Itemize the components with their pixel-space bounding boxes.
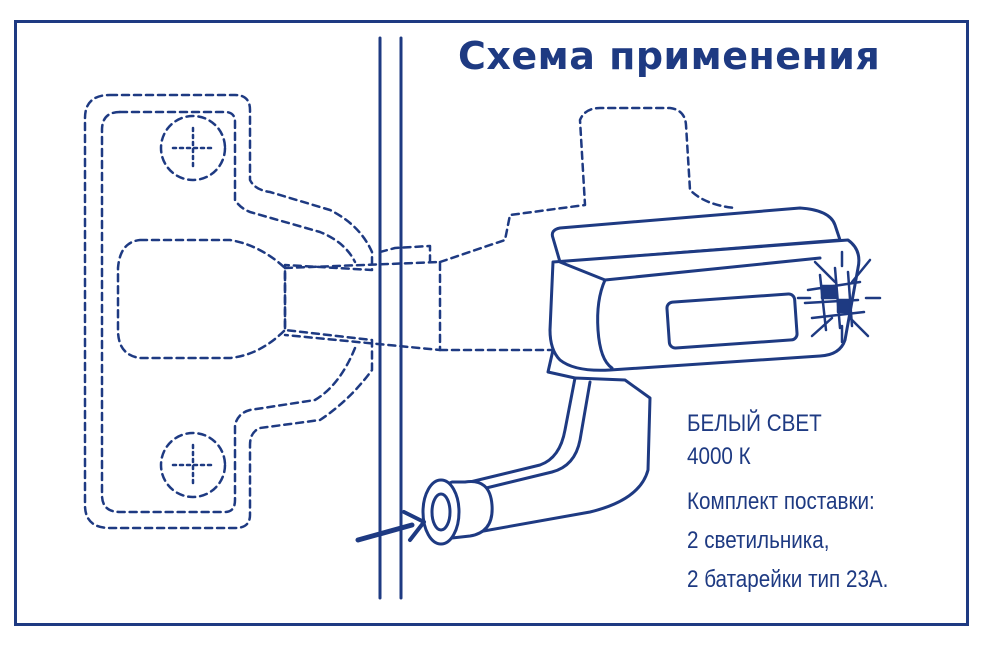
press-arrow xyxy=(355,510,426,543)
light-type-label: БЕЛЫЙ СВЕТ xyxy=(687,410,822,437)
package-heading: Комплект поставки: xyxy=(687,488,875,515)
diagram-title: Схема применения xyxy=(458,34,881,78)
screw-crosses xyxy=(171,126,215,487)
package-item-batteries: 2 батарейки тип 23А. xyxy=(687,566,889,593)
cabinet-panel-edge xyxy=(378,36,403,600)
light-burst-icon xyxy=(796,250,882,344)
package-item-lamps: 2 светильника, xyxy=(687,527,830,554)
lamp-body xyxy=(468,206,861,534)
diagram-frame xyxy=(14,20,969,626)
color-temperature-label: 4000 К xyxy=(687,443,751,470)
hinge-dashed-outline xyxy=(83,93,737,530)
push-button xyxy=(421,478,494,546)
